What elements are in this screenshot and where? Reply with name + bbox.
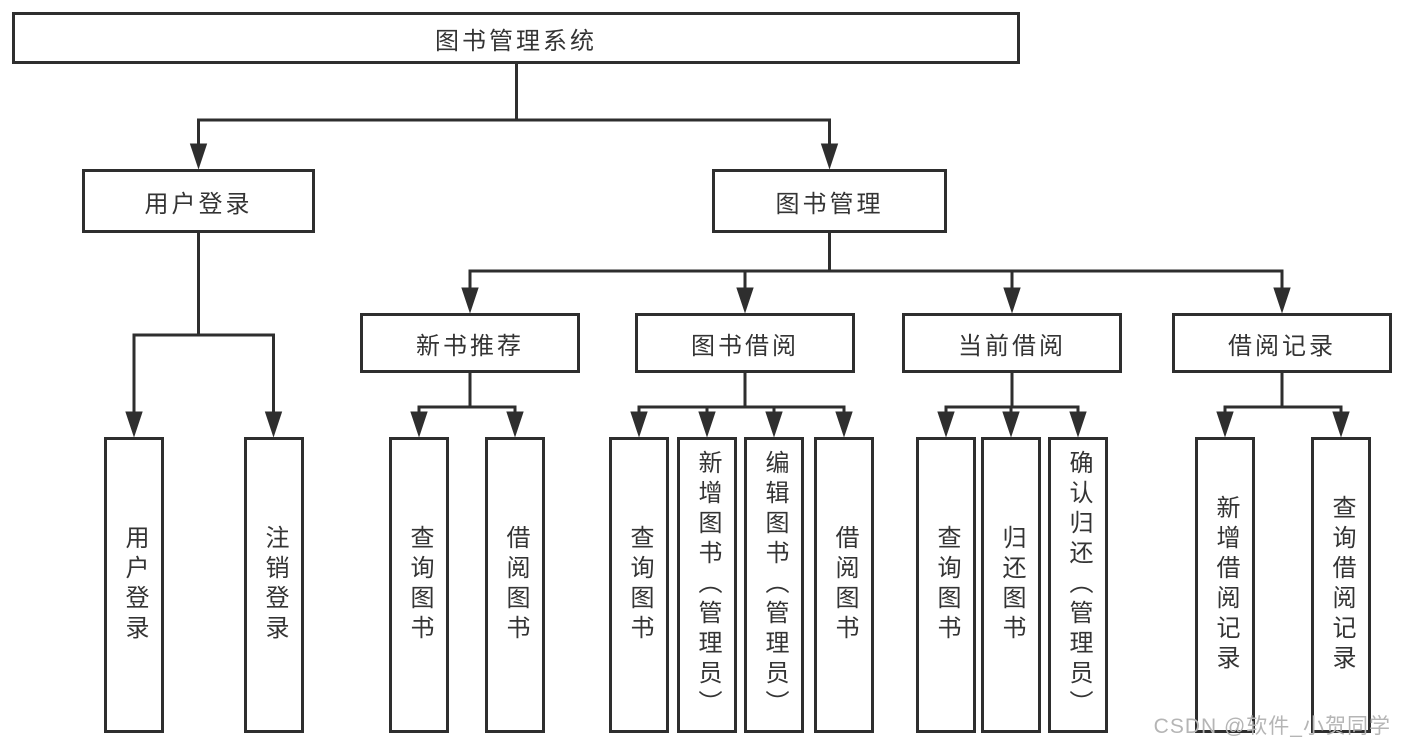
node-label: 确认归还（管理员） [1065, 450, 1092, 720]
node-label: 图书管理 [775, 190, 884, 218]
node-book-management: 图书管理 [712, 169, 947, 233]
watermark: CSDN @软件_小贺同学 [1153, 715, 1391, 738]
node-borrow-books: 借阅图书 [485, 437, 545, 733]
node-query-borrow-record: 查询借阅记录 [1311, 437, 1371, 733]
node-label: 查询借阅记录 [1328, 495, 1355, 675]
node-new-book-recommendation: 新书推荐 [360, 313, 580, 373]
node-label: 归还图书 [998, 525, 1025, 645]
node-library-management-system: 图书管理系统 [12, 12, 1020, 64]
node-label: 用户登录 [121, 525, 148, 645]
node-query-books: 查询图书 [389, 437, 449, 733]
node-label: 借阅记录 [1228, 332, 1336, 360]
node-add-borrow-record: 新增借阅记录 [1195, 437, 1255, 733]
node-add-books-admin: 新增图书（管理员） [677, 437, 737, 733]
node-label: 图书管理系统 [435, 27, 597, 55]
node-label: 查询图书 [406, 525, 433, 645]
node-label: 借阅图书 [502, 525, 529, 645]
node-confirm-return-admin: 确认归还（管理员） [1048, 437, 1108, 733]
node-label: 注销登录 [261, 525, 288, 645]
node-label: 新书推荐 [416, 332, 524, 360]
node-query-books: 查询图书 [916, 437, 976, 733]
node-label: 新增借阅记录 [1212, 495, 1239, 675]
node-edit-books-admin: 编辑图书（管理员） [744, 437, 804, 733]
node-current-borrowing: 当前借阅 [902, 313, 1122, 373]
node-label: 当前借阅 [958, 332, 1066, 360]
node-logout: 注销登录 [244, 437, 304, 733]
node-label: 用户登录 [144, 190, 253, 218]
node-return-books: 归还图书 [981, 437, 1041, 733]
node-label: 图书借阅 [691, 332, 799, 360]
node-user-login-leaf: 用户登录 [104, 437, 164, 733]
node-borrow-books: 借阅图书 [814, 437, 874, 733]
node-user-login: 用户登录 [82, 169, 315, 233]
node-label: 借阅图书 [831, 525, 858, 645]
node-query-books: 查询图书 [609, 437, 669, 733]
node-label: 编辑图书（管理员） [761, 450, 788, 720]
node-label: 查询图书 [933, 525, 960, 645]
node-label: 新增图书（管理员） [694, 450, 721, 720]
node-label: 查询图书 [626, 525, 653, 645]
node-book-borrowing: 图书借阅 [635, 313, 855, 373]
node-borrowing-records: 借阅记录 [1172, 313, 1392, 373]
